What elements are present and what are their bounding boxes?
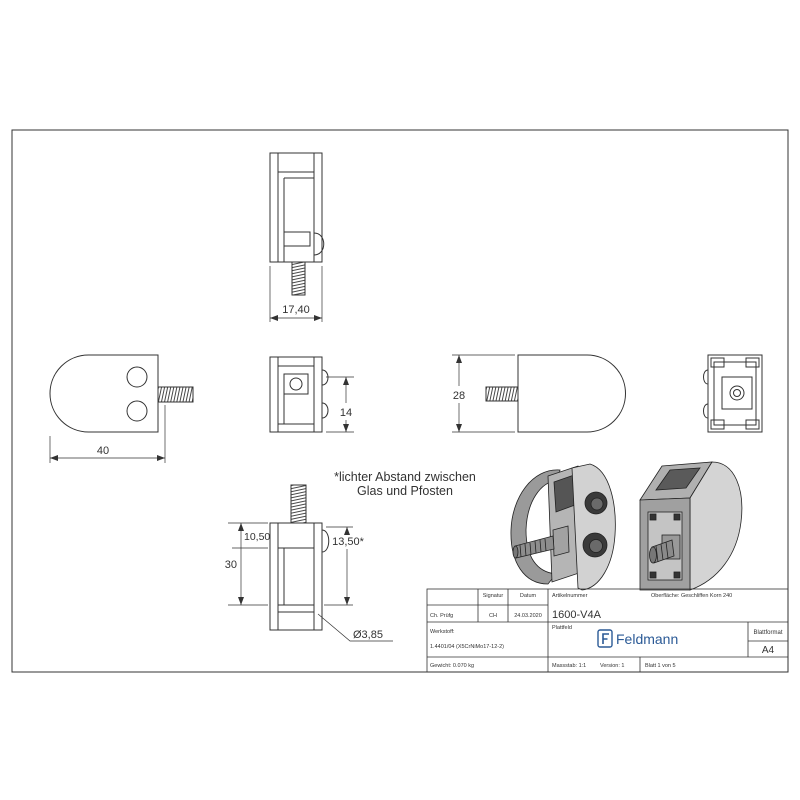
checked-date: 24.03.2020 [514, 613, 542, 619]
feldmann-logo: Feldmann [597, 629, 678, 648]
section-view-outline [269, 522, 323, 631]
dimension-front-height: 14 [326, 376, 354, 433]
version: Version: 1 [600, 663, 624, 669]
dimension-section-gap-label: 13,50* [332, 536, 365, 548]
top-view [269, 152, 325, 296]
iso-b-corner-pad [649, 513, 657, 521]
front-view-screw [289, 377, 303, 391]
section-view-screw-head [321, 529, 330, 553]
artikelnummer-label: Artikelnummer [552, 593, 588, 599]
iso-b-corner-pad [649, 571, 657, 579]
rear-view-corner-pad [745, 419, 760, 430]
feldmann-logo-f-icon [602, 633, 609, 644]
screw-hole-upper [126, 366, 148, 388]
side-view-left-thread [157, 386, 194, 403]
blatt-number: Blatt 1 von 5 [645, 663, 676, 669]
dimension-section-right: 13,50* Ø3,85 [317, 526, 393, 642]
dimension-top-width: 17,40 [269, 266, 323, 322]
rear-view-bolt-core [733, 389, 741, 397]
top-view-screw [283, 231, 311, 247]
dimension-side-length-label: 40 [97, 445, 109, 457]
rear-view [703, 354, 763, 433]
article-number: 1600-V4A [552, 609, 602, 621]
iso-a-bolt-seat [552, 525, 570, 557]
front-view-outline [269, 356, 323, 433]
dimension-front-height-label: 14 [340, 407, 352, 419]
rear-view-screw-head [703, 369, 709, 385]
iso-a-screw-hole-upper-core [590, 497, 604, 511]
iso-b-corner-pad [673, 513, 681, 521]
field-label: Plattfeld [552, 625, 572, 631]
datum-label: Datum [520, 593, 537, 599]
gewicht: Gewicht: 0.070 kg [430, 663, 474, 669]
oberflaeche-label: Oberfläche: Geschliffen Korn 240 [651, 593, 732, 599]
dimension-section-top-label: 10,50 [244, 531, 270, 543]
blattformat-label: Blattformat [753, 630, 782, 636]
iso-b-corner-pad [673, 571, 681, 579]
front-view-screw-head [321, 402, 329, 419]
side-view-right-outline [517, 354, 626, 433]
dimension-side-length: 40 [49, 405, 166, 463]
title-block-frame [426, 588, 789, 673]
iso-a-bolt-end [512, 545, 519, 559]
front-view-screw-head [321, 369, 329, 386]
diameter-leader-line [317, 613, 393, 642]
dimension-end-height-label: 28 [453, 390, 465, 402]
rear-view-corner-pad [710, 419, 725, 430]
werkstoff-value: 1.4401/04 (X5CrNiMo17-12-2) [430, 644, 504, 650]
massstab: Massstab: 1:1 [552, 663, 586, 669]
side-view-right [485, 354, 626, 433]
side-view-left-outline [49, 354, 159, 433]
iso-a-screw-hole-lower-core [589, 539, 603, 553]
checked-signature: CH [489, 613, 497, 619]
checked-role: Ch. Prüfg [430, 613, 453, 619]
rear-view-recess [721, 376, 753, 410]
iso-b-bolt-end [649, 546, 657, 564]
screw-hole-lower [126, 400, 148, 422]
dimension-section-total-label: 30 [225, 559, 237, 571]
isometric-view-rear [639, 461, 743, 591]
front-view-screw-seat [283, 373, 309, 395]
rear-view-outline [707, 354, 763, 433]
rear-view-inner-frame [713, 361, 757, 426]
top-view-thread [291, 261, 306, 296]
iso-b-bolt-thread [655, 541, 669, 563]
dimension-top-width-label: 17,40 [282, 304, 310, 316]
iso-a-bolt-thread [519, 538, 547, 558]
iso-b-side-plate [689, 461, 743, 591]
signatur-label: Signatur [483, 593, 504, 599]
iso-b-glass-slot [655, 467, 701, 491]
section-view [269, 484, 330, 631]
blattformat-value: A4 [762, 645, 775, 656]
dimension-section-left: 10,50 30 [225, 522, 270, 606]
title-block: Signatur Datum Artikelnummer Oberfläche:… [426, 588, 789, 673]
dimension-end-height: 28 [452, 354, 515, 433]
side-view-left [49, 354, 194, 433]
side-view-right-thread [485, 386, 519, 402]
rear-view-corner-pad [745, 357, 760, 368]
dimension-diameter-label: Ø3,85 [353, 629, 383, 641]
rear-view-bolt [729, 385, 745, 401]
feldmann-brand-name: Feldmann [616, 631, 678, 647]
sheet-frame [11, 129, 789, 673]
werkstoff-label: Werkstoff: [430, 629, 455, 635]
iso-a-glass-slot [553, 474, 576, 513]
isometric-view-front [510, 463, 616, 591]
top-view-screw-head [313, 232, 325, 256]
glass-gap-note-line2: Glas und Pfosten [357, 484, 453, 498]
section-view-thread [290, 484, 307, 524]
rear-view-corner-pad [710, 357, 725, 368]
glass-gap-note-line1: *lichter Abstand zwischen [334, 470, 476, 484]
feldmann-logo-icon [597, 629, 613, 648]
front-view [269, 356, 329, 433]
rear-view-screw-head [703, 403, 709, 419]
